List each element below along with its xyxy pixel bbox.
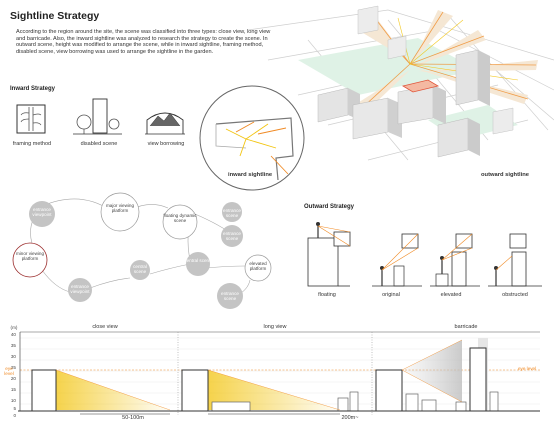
- elevated-figure: [430, 233, 480, 287]
- zone-label-long-view: long view: [263, 324, 287, 330]
- network-node-outline: [100, 192, 140, 232]
- section-unit: (m): [10, 325, 18, 330]
- network-node-filled: [186, 252, 210, 276]
- distance-label-long: 200m~: [341, 415, 359, 421]
- y-tick-label: 25: [10, 365, 16, 370]
- y-tick-label: 35: [10, 343, 16, 348]
- zone-label-close-view: close view: [92, 324, 118, 330]
- network-node-filled: [221, 225, 243, 247]
- obstructed-figure: [488, 233, 542, 287]
- network-node-filled: [29, 201, 55, 227]
- inward-sightline-detail: [199, 85, 305, 191]
- network-node-outline: [244, 254, 272, 282]
- network-node-outline: [12, 242, 48, 278]
- network-node-label: floating dynamic scene: [163, 213, 197, 223]
- outward-item-label: original: [382, 292, 400, 298]
- network-node-label: elevated platform: [249, 261, 267, 271]
- page-title: Sightline Strategy: [10, 10, 100, 22]
- y-tick-label: 15: [10, 387, 16, 392]
- network-node-label: entrance scene: [221, 291, 239, 301]
- network-node-filled: [222, 202, 242, 222]
- outward-item-label: elevated: [440, 292, 462, 298]
- inward-strategy-heading: Inward Strategy: [10, 86, 56, 92]
- site-aerial-model: [247, 5, 554, 161]
- y-tick-label: 5: [13, 406, 16, 411]
- outward-item-label: floating: [318, 292, 336, 298]
- inward-item-label: disabled scene: [80, 141, 118, 147]
- scene-network-diagram: [12, 192, 272, 309]
- view-borrowing-icon: [145, 112, 185, 135]
- inward-sightline-label: inward sightline: [228, 172, 273, 178]
- inward-item-label: framing method: [12, 141, 52, 147]
- outward-strategy-heading: Outward Strategy: [304, 204, 355, 210]
- network-node-label: central scene: [133, 264, 147, 274]
- distance-label-close: 50-100m: [122, 415, 144, 421]
- original-figure: [372, 233, 422, 287]
- zone-label-barricade: barricade: [454, 324, 478, 330]
- section-elevation: [18, 331, 540, 415]
- outward-sightline-label: outward sightline: [481, 172, 529, 178]
- network-node-label: entrance viewpoint: [32, 207, 52, 217]
- framing-method-icon: [16, 104, 46, 134]
- y-tick-label: 0: [13, 413, 16, 418]
- network-node-label: entrance scene: [223, 231, 241, 241]
- network-node-label: entrance scene: [223, 208, 241, 218]
- y-tick-label: 40: [10, 332, 16, 337]
- network-node-filled: [217, 283, 243, 309]
- network-node-label: entrance viewpoint: [70, 284, 90, 294]
- y-tick-label: 20: [10, 376, 16, 381]
- y-tick-label: 30: [10, 354, 16, 359]
- side-eye-level-label: eye level: [4, 366, 14, 376]
- network-node-label: minor viewing platform: [15, 251, 45, 261]
- inward-item-label: view borrowing: [147, 141, 185, 147]
- y-tick-label: 10: [10, 398, 16, 403]
- network-node-label: major viewing platform: [105, 203, 135, 213]
- floating-figure: [307, 222, 351, 287]
- outward-item-label: obstructed: [502, 292, 528, 298]
- network-node-label: central scene: [184, 258, 212, 263]
- outward-strategy-figures: [307, 222, 542, 287]
- disabled-scene-icon: [73, 98, 122, 135]
- network-node-filled: [130, 260, 150, 280]
- network-node-outline: [162, 204, 198, 240]
- eye-level-label: eye level: [518, 366, 537, 371]
- network-node-filled: [68, 278, 92, 302]
- intro-paragraph: According to the region around the site,…: [16, 29, 271, 55]
